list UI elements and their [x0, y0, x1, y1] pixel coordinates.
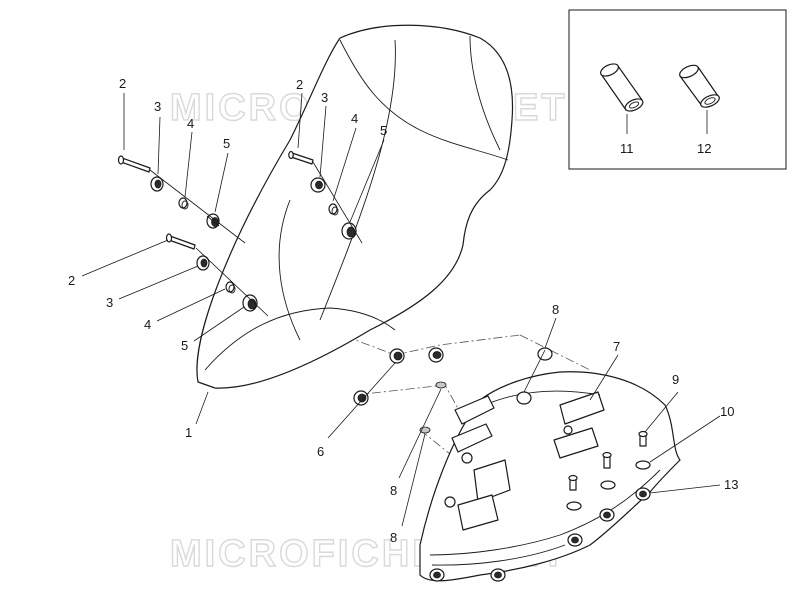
- plug-8a: [537, 347, 553, 361]
- bolts-9: [568, 430, 648, 491]
- fastener-set-left-lower: [165, 233, 269, 317]
- callout-2-upper: 2: [119, 76, 126, 91]
- mount-6b: [428, 347, 444, 363]
- callout-7: 7: [613, 339, 620, 354]
- grommet-5a: [206, 213, 220, 229]
- callout-5-left: 5: [181, 338, 188, 353]
- leader-lines: [81, 92, 721, 527]
- rubber-mounts-6: [353, 347, 444, 406]
- washer-3c: [310, 177, 326, 193]
- callout-5-upper: 5: [223, 136, 230, 151]
- spacer-12: [679, 64, 720, 108]
- callout-2-left: 2: [68, 273, 75, 288]
- windshield: [196, 24, 514, 389]
- plug-8c: [435, 381, 447, 389]
- bushing-4a: [178, 197, 189, 210]
- screw-2c: [288, 150, 314, 165]
- callout-3-upper: 3: [154, 99, 161, 114]
- callout-8-bottom: 8: [390, 530, 397, 545]
- washer-3b: [196, 255, 210, 271]
- bushing-4c: [328, 203, 339, 216]
- mount-6c: [353, 390, 369, 406]
- callout-13: 13: [724, 477, 738, 492]
- callout-8-top: 8: [552, 302, 559, 317]
- label-11: 11: [620, 141, 634, 156]
- grommet-5b: [242, 294, 258, 312]
- screw-2a: [117, 155, 151, 173]
- callout-10: 10: [720, 404, 734, 419]
- inset-box: 11 12: [568, 9, 787, 170]
- callout-4-left: 4: [144, 317, 151, 332]
- callout-1: 1: [185, 425, 192, 440]
- fastener-set-left-upper: [117, 155, 246, 244]
- callout-4-right: 4: [351, 111, 358, 126]
- callout-3-right: 3: [321, 90, 328, 105]
- callout-3-left: 3: [106, 295, 113, 310]
- mount-6a: [389, 348, 405, 364]
- fastener-set-right: [288, 150, 363, 244]
- plug-8b: [516, 391, 532, 405]
- callout-6: 6: [317, 444, 324, 459]
- grommet-5c: [341, 222, 357, 240]
- callout-labels: 2 3 4 5 2 3 4 5 2 3 4 5 1 6 7 8 8 8 9 10…: [68, 76, 738, 545]
- callout-4-upper: 4: [187, 116, 194, 131]
- callout-5-right: 5: [380, 123, 387, 138]
- callout-9: 9: [672, 372, 679, 387]
- washer-3a: [150, 176, 164, 192]
- callout-2-right: 2: [296, 77, 303, 92]
- spacer-11: [600, 63, 644, 112]
- callout-8-mid: 8: [390, 483, 397, 498]
- washers-10: [566, 460, 651, 511]
- bushing-4b: [225, 281, 236, 294]
- label-12: 12: [697, 141, 711, 156]
- screw-2b: [165, 233, 196, 250]
- support-bracket: [419, 371, 681, 582]
